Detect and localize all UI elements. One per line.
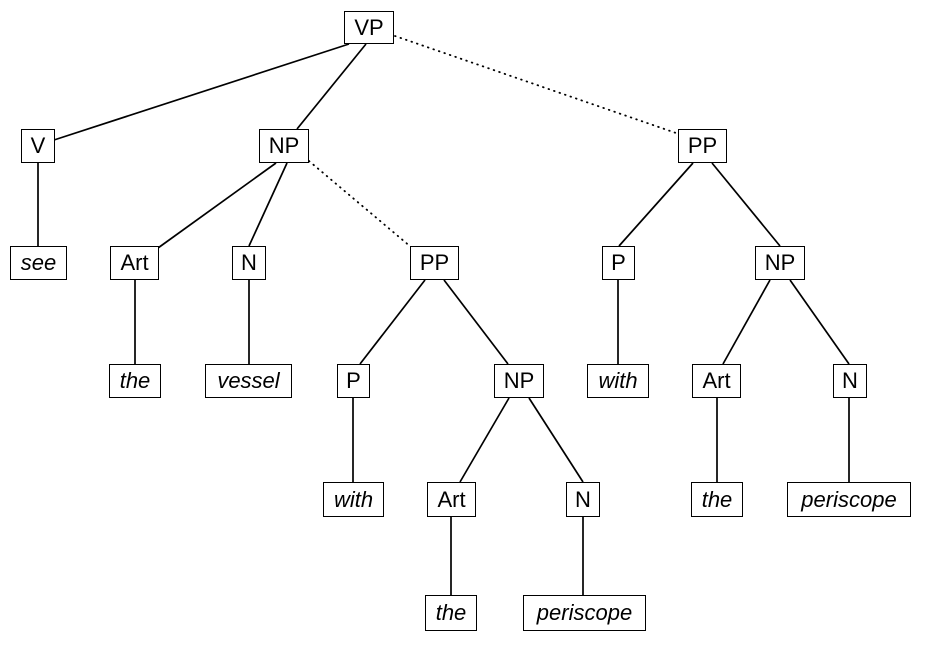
tree-edge: [296, 43, 367, 130]
tree-edge: [248, 162, 288, 247]
tree-edge: [711, 162, 781, 247]
tree-node-the_low[interactable]: the: [425, 595, 477, 631]
tree-node-the_high[interactable]: the: [691, 482, 743, 517]
tree-node-art_low[interactable]: Art: [427, 482, 476, 517]
tree-node-n_low[interactable]: N: [566, 482, 600, 517]
tree-node-p_low[interactable]: P: [337, 364, 370, 398]
tree-node-pp_low[interactable]: PP: [410, 246, 459, 280]
tree-node-pp_high[interactable]: PP: [678, 129, 727, 163]
tree-node-vp[interactable]: VP: [344, 11, 394, 44]
tree-node-np_low[interactable]: NP: [494, 364, 544, 398]
tree-node-p_high[interactable]: P: [602, 246, 635, 280]
tree-edge: [722, 279, 771, 365]
tree-edge: [618, 162, 694, 247]
tree-node-n1[interactable]: N: [232, 246, 266, 280]
tree-node-the1[interactable]: the: [109, 364, 161, 398]
tree-edge: [359, 279, 426, 365]
tree-node-peri_high[interactable]: periscope: [787, 482, 911, 517]
tree-node-vessel[interactable]: vessel: [205, 364, 292, 398]
tree-node-n_high[interactable]: N: [833, 364, 867, 398]
tree-edge: [53, 43, 350, 141]
tree-edge: [459, 397, 510, 483]
tree-edge: [528, 397, 584, 483]
tree-node-with_high[interactable]: with: [587, 364, 649, 398]
tree-edge: [443, 279, 509, 365]
tree-edge: [157, 162, 277, 249]
tree-node-art_high[interactable]: Art: [692, 364, 741, 398]
tree-edge: [789, 279, 850, 365]
tree-node-np1[interactable]: NP: [259, 129, 309, 163]
tree-edge: [308, 160, 412, 248]
tree-node-np_high[interactable]: NP: [755, 246, 805, 280]
tree-node-see[interactable]: see: [10, 246, 67, 280]
tree-node-with_low[interactable]: with: [323, 482, 384, 517]
tree-node-v[interactable]: V: [21, 129, 55, 163]
tree-node-art1[interactable]: Art: [110, 246, 159, 280]
tree-node-peri_low[interactable]: periscope: [523, 595, 646, 631]
tree-edge: [394, 35, 677, 134]
